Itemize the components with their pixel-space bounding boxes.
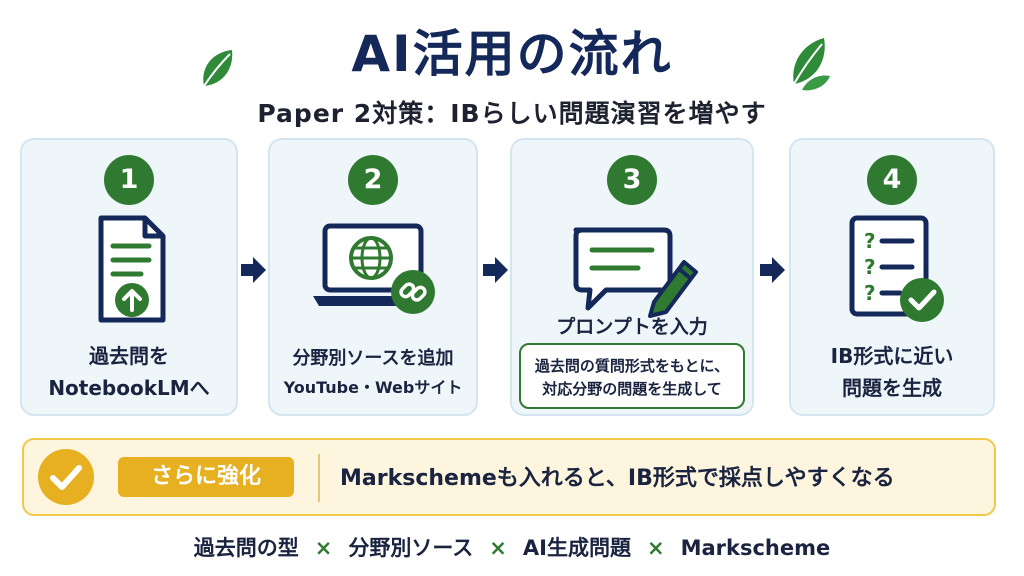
leaf-right-icon	[793, 38, 830, 91]
check-circle-icon	[38, 449, 94, 505]
page-title: AI活用の流れ	[351, 25, 673, 83]
prompt-line2: 対応分野の問題を生成して	[542, 380, 722, 398]
question-checklist-icon: ? ? ?	[849, 215, 944, 322]
leaf-left-icon	[203, 50, 233, 87]
step-card-4: 4 ? ? ? IB形式に近い 問題を生成	[789, 138, 995, 416]
step-card-2: 2 分野別ソースを追加 YouTube・Webサイト	[268, 138, 478, 416]
enhance-text: Markschemeも入れると、IB形式で採点しやすくなる	[340, 466, 895, 491]
step-label-line1: 分野別ソースを追加	[292, 348, 454, 369]
svg-text:?: ?	[864, 255, 876, 279]
times-icon: ×	[314, 536, 333, 560]
enhance-banner: さらに強化 Markschemeも入れると、IB形式で採点しやすくなる	[22, 438, 996, 516]
prompt-line1: 過去問の質問形式をもとに、	[534, 357, 730, 375]
step-badge: 4	[867, 155, 917, 205]
footer-formula: 過去問の型 × 分野別ソース × AI生成問題 × Markscheme	[0, 532, 1024, 562]
step-label-line2: 問題を生成	[842, 376, 942, 400]
step-card-3: 3 プロンプトを入力 過去問の質問形式をもとに、 対応分野の問題を生成して	[510, 138, 754, 416]
arrow-right-icon	[483, 257, 508, 283]
step-badge: 1	[104, 155, 154, 205]
arrow-right-icon	[760, 257, 785, 283]
chat-pencil-icon	[573, 227, 698, 318]
page-subtitle: Paper 2対策：IBらしい問題演習を増やす	[257, 99, 767, 128]
document-upload-icon	[98, 215, 166, 323]
times-icon: ×	[646, 536, 665, 560]
times-icon: ×	[489, 536, 507, 560]
arrow-right-icon	[241, 257, 266, 283]
footer-item: 分野別ソース	[348, 536, 474, 560]
step-card-1: 1 過去問を NotebookLMへ	[20, 138, 238, 416]
step-label-line1: IB形式に近い	[830, 344, 954, 368]
footer-item: AI生成問題	[522, 536, 631, 560]
step-badge: 3	[607, 155, 657, 205]
svg-text:?: ?	[864, 281, 876, 305]
laptop-globe-link-icon	[313, 223, 435, 314]
footer-item: 過去問の型	[193, 536, 299, 560]
step-label-line1: プロンプトを入力	[556, 316, 708, 338]
step-label-line2: YouTube・Webサイト	[283, 378, 463, 397]
svg-text:?: ?	[864, 229, 876, 253]
step-label-line1: 過去問を	[89, 344, 169, 368]
prompt-text-box: 過去問の質問形式をもとに、 対応分野の問題を生成して	[519, 343, 745, 409]
enhance-tag: さらに強化	[118, 457, 294, 497]
divider	[318, 454, 320, 502]
step-badge: 2	[348, 155, 398, 205]
footer-item: Markscheme	[680, 536, 831, 560]
step-label-line2: NotebookLMへ	[48, 376, 210, 400]
